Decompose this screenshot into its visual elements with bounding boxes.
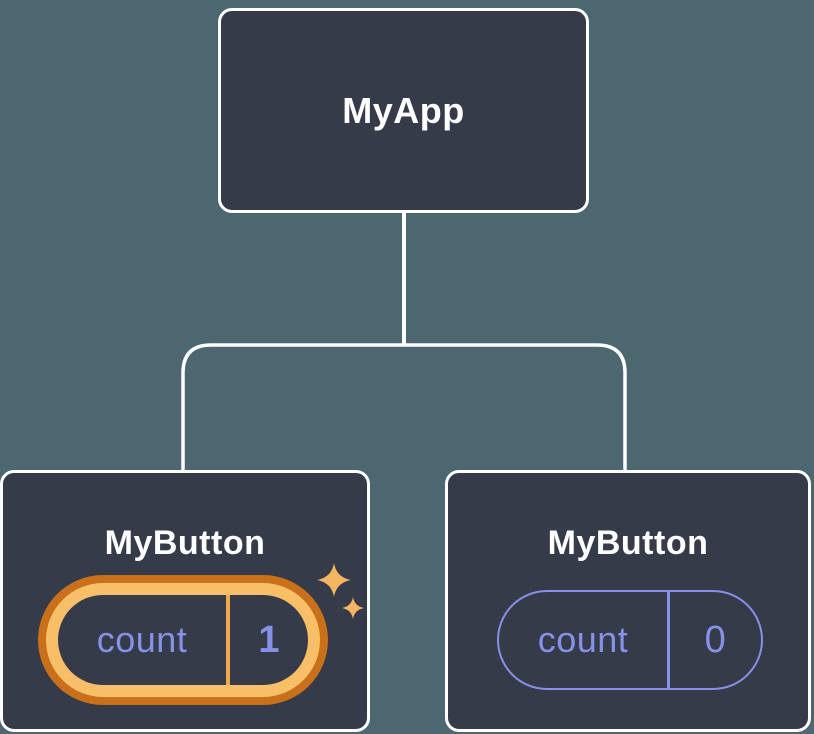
state-pill-highlight-ring: count 1 [46, 583, 320, 697]
component-node-root: MyApp [218, 8, 589, 213]
state-pill-divider [667, 592, 670, 688]
component-label: MyButton [104, 524, 266, 562]
sparkle-icon [342, 597, 364, 619]
state-pill-highlighted: count 1 [38, 575, 328, 705]
component-label: MyButton [547, 524, 709, 562]
state-pill-divider [226, 595, 230, 685]
state-value: 0 [704, 618, 726, 661]
component-label: MyApp [342, 89, 465, 131]
component-node-child-left: MyButton count 1 [0, 470, 370, 732]
component-node-child-right: MyButton count 0 [445, 470, 811, 732]
state-pill-body: count 1 [58, 595, 308, 685]
state-pill: count 0 [497, 590, 763, 690]
state-name-label: count [537, 619, 629, 660]
state-value: 1 [258, 618, 280, 661]
state-name-label: count [96, 619, 188, 660]
sparkle-icon [317, 563, 351, 597]
